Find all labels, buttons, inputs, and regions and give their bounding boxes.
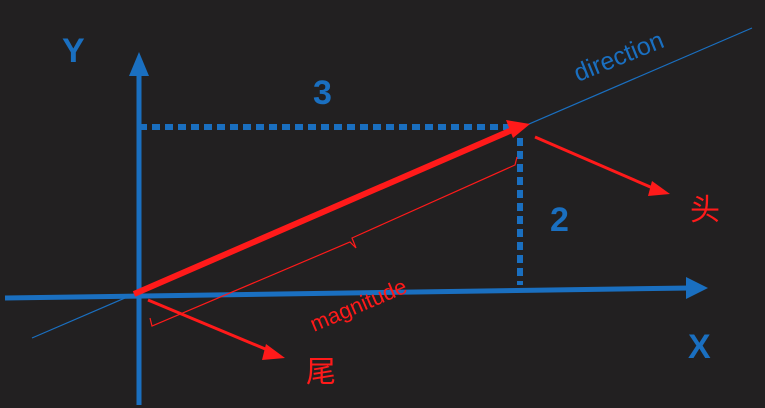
head-label: 头	[690, 193, 720, 228]
y-axis-arrowhead	[129, 52, 149, 76]
x-axis	[4, 285, 691, 301]
horizontal-component-label: 3	[313, 74, 332, 112]
tail-pointer-line	[147, 298, 271, 353]
magnitude-brace	[149, 156, 518, 327]
head-pointer-arrowhead	[648, 181, 670, 196]
magnitude-label: magnitude	[306, 273, 410, 336]
head-pointer-line	[534, 135, 656, 191]
direction-label: direction	[570, 26, 668, 87]
vertical-component-label: 2	[550, 201, 569, 239]
tail-label: 尾	[306, 355, 336, 390]
tail-pointer-arrowhead	[262, 344, 285, 360]
x-axis-arrowhead	[686, 277, 708, 299]
vector-arrowhead	[506, 120, 530, 138]
x-axis-label: X	[688, 328, 711, 366]
vector-arrow	[132, 127, 514, 297]
y-axis-label: Y	[62, 32, 85, 70]
